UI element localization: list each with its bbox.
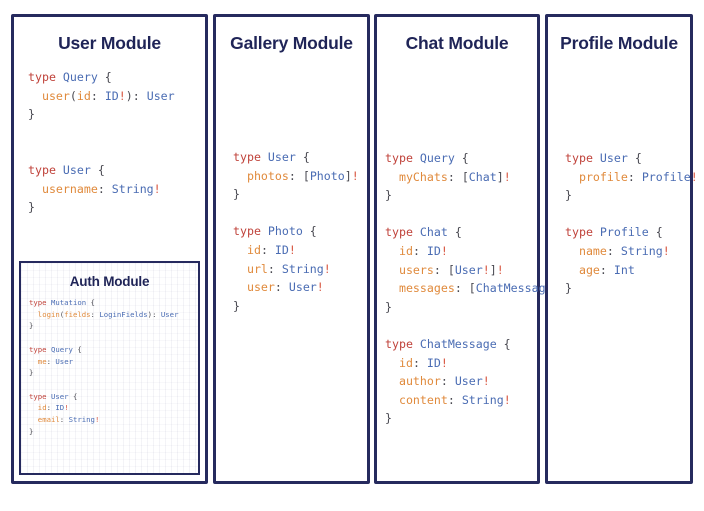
card-title-profile-module: Profile Module [560, 33, 678, 53]
card-title-user-module: User Module [58, 33, 161, 53]
card-profile-module[interactable]: Profile Module type User { profile: Prof… [545, 14, 698, 484]
code-block-user-module: type Query { user(id: ID!): User } type … [28, 70, 175, 215]
card-title-chat-module: Chat Module [405, 33, 509, 53]
card-user-module[interactable]: User Module type Query { user(id: ID!): … [11, 14, 208, 484]
card-auth-module[interactable]: Auth Module type Mutation { login(fields… [19, 261, 200, 475]
code-block-profile-module: type User { profile: Profile! } type Pro… [565, 151, 698, 296]
code-block-gallery-module: type User { photos: [Photo]! } type Phot… [233, 150, 359, 313]
card-chat-module[interactable]: Chat Module type Query { myChats: [Chat]… [374, 14, 567, 484]
card-title-auth-module: Auth Module [69, 274, 150, 289]
code-block-auth-module: type Mutation { login(fields: LoginField… [29, 298, 179, 436]
card-gallery-module[interactable]: Gallery Module type User { photos: [Phot… [213, 14, 370, 484]
card-title-gallery-module: Gallery Module [230, 33, 353, 53]
code-block-chat-module: type Query { myChats: [Chat]! } type Cha… [385, 151, 567, 426]
